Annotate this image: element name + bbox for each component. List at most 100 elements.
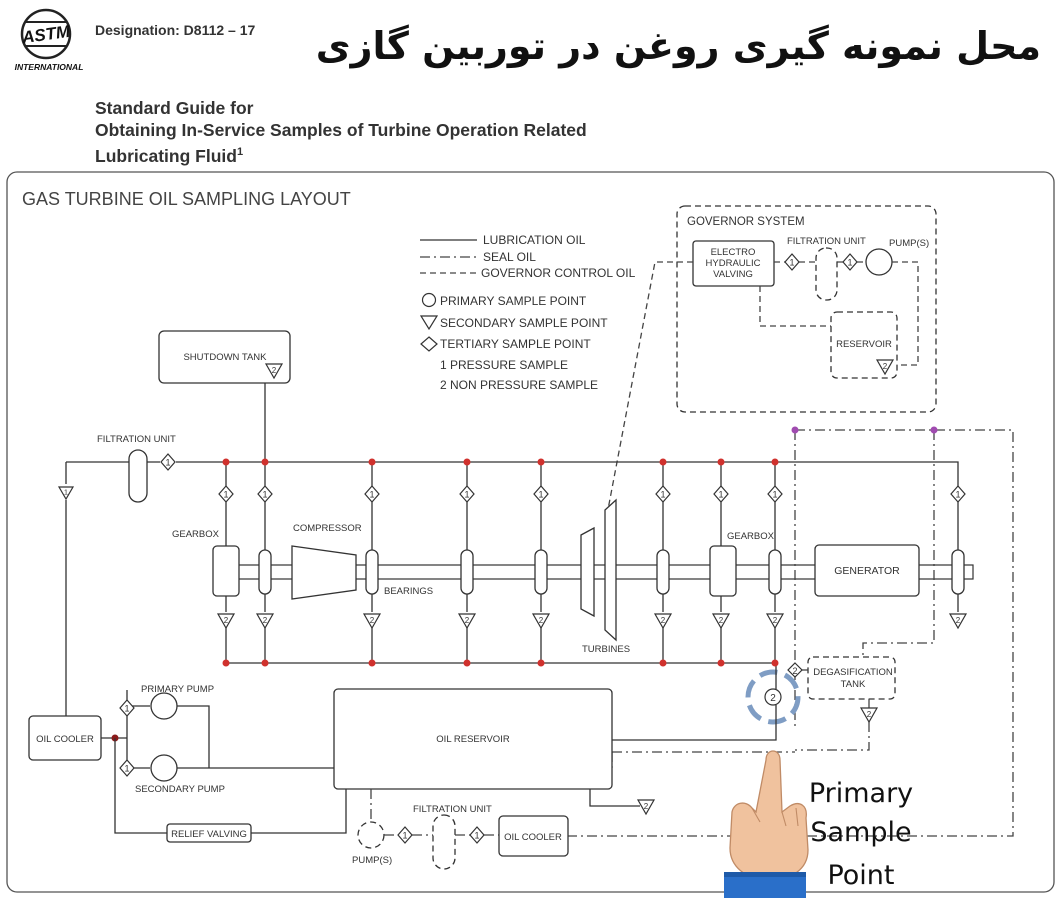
oil-cooler-bottom <box>498 815 569 857</box>
primary-sample-symbol <box>421 292 437 308</box>
bearing-feeds <box>217 462 967 663</box>
bearing-feed-4 <box>458 462 476 663</box>
designation: Designation: D8112 – 17 <box>95 22 256 38</box>
turbine-1 <box>580 526 595 618</box>
callout-line3: Point <box>827 860 894 891</box>
filtration-unit-top <box>128 449 148 503</box>
diagram-title: GAS TURBINE OIL SAMPLING LAYOUT <box>22 189 351 209</box>
bottom-pumps-label: PUMP(S) <box>352 855 392 866</box>
ehv-label-2: HYDRAULIC <box>706 258 761 269</box>
gov-pumps-label: PUMP(S) <box>889 238 929 249</box>
legend-primary-sample-point: PRIMARY SAMPLE POINT <box>440 294 587 308</box>
junction-dot-bottom-8 <box>771 659 779 667</box>
junction-dot-top-2 <box>261 458 269 466</box>
tertiary-sample-symbol <box>420 336 438 352</box>
primary-sample-highlight-ring <box>745 669 801 725</box>
oil-cooler-left-label: OIL COOLER <box>36 734 94 745</box>
gov-filtration-label: FILTRATION UNIT <box>787 236 866 247</box>
callout-line2: Sample <box>810 817 911 848</box>
junction-dot-bottom-7 <box>717 659 725 667</box>
gearbox-left-label: GEARBOX <box>172 529 220 540</box>
relief-valving-label: RELIEF VALVING <box>171 829 247 840</box>
bearing-feed-3 <box>363 462 381 663</box>
turbine-2 <box>604 498 617 642</box>
secondary-sample-symbol <box>419 315 439 331</box>
junction-dot-bottom-4 <box>463 659 471 667</box>
shutdown-tank-label: SHUTDOWN TANK <box>183 352 267 363</box>
bearing-feed-2 <box>256 462 274 663</box>
gearbox-right <box>709 545 737 597</box>
standard-title-line3-text: Lubricating Fluid <box>95 145 237 166</box>
standard-title: Standard Guide for Obtaining In-Service … <box>95 97 587 167</box>
compressor-label: COMPRESSOR <box>293 523 362 534</box>
oil-reservoir <box>333 688 613 790</box>
seal-node-2 <box>930 426 938 434</box>
seal-node-1 <box>791 426 799 434</box>
logo-subtext: INTERNATIONAL <box>15 62 84 72</box>
bearings-label: BEARINGS <box>384 586 433 597</box>
degasification-tank <box>807 656 896 700</box>
generator-label: GENERATOR <box>834 565 900 577</box>
gov-filter <box>815 247 838 301</box>
pointing-hand-icon <box>724 750 809 898</box>
junction-dot-top-6 <box>659 458 667 466</box>
legend-tertiary-sample-point: TERTIARY SAMPLE POINT <box>440 337 591 351</box>
junction-dot-top-8 <box>771 458 779 466</box>
legend-secondary-sample-point: SECONDARY SAMPLE POINT <box>440 316 608 330</box>
generator <box>814 544 920 597</box>
svg-text:2: 2 <box>770 693 776 704</box>
primary-pump <box>150 692 178 720</box>
filtration-unit-bottom <box>432 814 456 870</box>
governor-system-title: GOVERNOR SYSTEM <box>687 216 805 228</box>
filtration-unit-top-label: FILTRATION UNIT <box>97 434 176 445</box>
junction-dot-bottom-5 <box>537 659 545 667</box>
junction-dot-top-5 <box>537 458 545 466</box>
astm-logo: ASTM INTERNATIONAL <box>12 8 86 72</box>
footnote-mark: 1 <box>236 146 244 158</box>
standard-title-line1: Standard Guide for <box>95 98 254 118</box>
bearing-feed-8 <box>766 462 784 663</box>
bearing-feed-6 <box>654 462 672 663</box>
degas-label-2: TANK <box>841 679 866 690</box>
compressor <box>291 545 357 600</box>
legend-pressure-sample: 1 PRESSURE SAMPLE <box>440 358 568 372</box>
bearing-feed-5 <box>532 462 550 663</box>
oil-cooler-bottom-label: OIL COOLER <box>504 832 562 843</box>
bottom-pump <box>357 821 385 849</box>
legend-lubrication-oil: LUBRICATION OIL <box>483 233 586 247</box>
legend-non-pressure-sample: 2 NON PRESSURE SAMPLE <box>440 378 598 392</box>
junction-dot-top-7 <box>717 458 725 466</box>
legend-governor-control-oil: GOVERNOR CONTROL OIL <box>481 266 636 280</box>
legend-seal-oil: SEAL OIL <box>483 250 536 264</box>
gearbox-right-label: GEARBOX <box>727 531 775 542</box>
junction-dot-top-4 <box>463 458 471 466</box>
gearbox-left <box>212 545 240 597</box>
bearing-feed-generator <box>949 485 967 629</box>
standard-title-line2: Obtaining In-Service Samples of Turbine … <box>95 120 587 140</box>
ehv-label-1: ELECTRO <box>711 247 756 258</box>
svg-text:2: 2 <box>792 666 797 676</box>
junction-dot-bottom-3 <box>368 659 376 667</box>
governor-system: GOVERNOR SYSTEM ELECTRO HYDRAULIC VALVIN… <box>605 205 937 521</box>
callout-line1: Primary <box>809 778 913 809</box>
legend: LUBRICATION OIL SEAL OIL GOVERNOR CONTRO… <box>419 233 636 392</box>
sample-junctions <box>222 458 779 667</box>
junction-dot-bottom-1 <box>222 659 230 667</box>
junction-dot-bottom-6 <box>659 659 667 667</box>
secondary-pump <box>150 754 178 782</box>
standard-title-line3: Lubricating Fluid1 <box>95 141 587 167</box>
persian-title: محل نمونه گیری روغن در توربین گازی <box>315 24 1041 68</box>
turbines-label: TURBINES <box>582 644 630 655</box>
gov-reservoir-label: RESERVOIR <box>836 339 892 350</box>
diagram-frame <box>6 171 1055 893</box>
relief-valving <box>166 823 252 843</box>
oil-reservoir-label: OIL RESERVOIR <box>436 734 510 745</box>
ehv-label-3: VALVING <box>713 269 753 280</box>
secondary-pump-label: SECONDARY PUMP <box>135 784 225 795</box>
primary-pump-label: PRIMARY PUMP <box>141 684 214 695</box>
junction-dot-top-3 <box>368 458 376 466</box>
primary-sample-point <box>764 688 782 706</box>
filtration-unit-bottom-label: FILTRATION UNIT <box>413 804 492 815</box>
junction-dot-bottom-2 <box>261 659 269 667</box>
